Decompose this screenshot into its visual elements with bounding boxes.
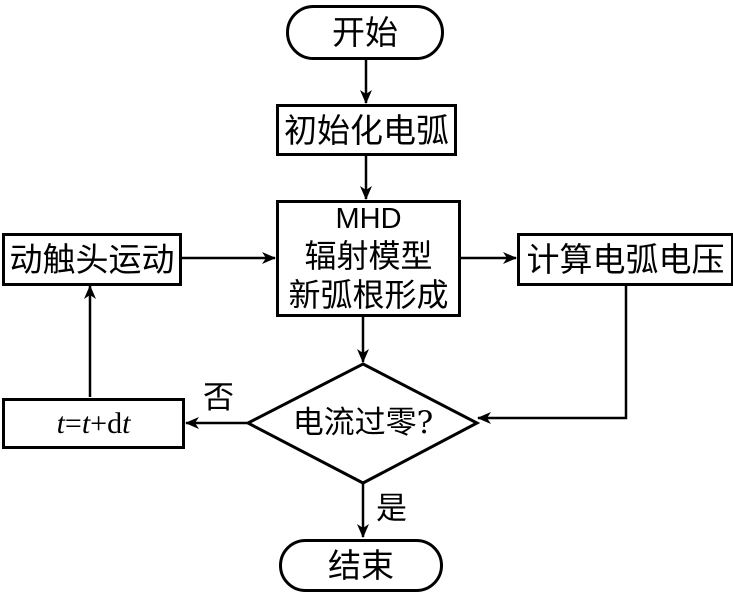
edge-label-no: 否 <box>203 380 234 416</box>
contact-motion-label: 动触头运动 <box>9 240 175 279</box>
time-step-formula: t=t+dt <box>56 406 131 440</box>
start-label: 开始 <box>332 13 398 52</box>
voltage-label: 计算电弧电压 <box>526 240 725 279</box>
decision-diamond-shape <box>244 362 481 485</box>
model-line-3: 新弧根形成 <box>288 276 449 315</box>
contact-motion-box: 动触头运动 <box>2 233 182 286</box>
edge-label-yes: 是 <box>376 491 407 527</box>
end-label: 结束 <box>328 546 394 585</box>
end-terminator: 结束 <box>279 539 443 592</box>
init-arc-label: 初始化电弧 <box>284 110 449 150</box>
decision-node: 电流过零? <box>268 400 458 446</box>
model-box: MHD 辐射模型 新弧根形成 <box>276 200 461 317</box>
model-line-2: 辐射模型 <box>304 237 433 276</box>
model-line-1: MHD <box>335 202 402 235</box>
init-arc-box: 初始化电弧 <box>276 104 457 156</box>
start-terminator: 开始 <box>286 5 444 60</box>
arrow-voltage-to-decision <box>477 285 628 424</box>
time-step-box: t=t+dt <box>2 398 185 449</box>
voltage-box: 计算电弧电压 <box>517 233 733 286</box>
decision-label: 电流过零? <box>292 404 434 441</box>
